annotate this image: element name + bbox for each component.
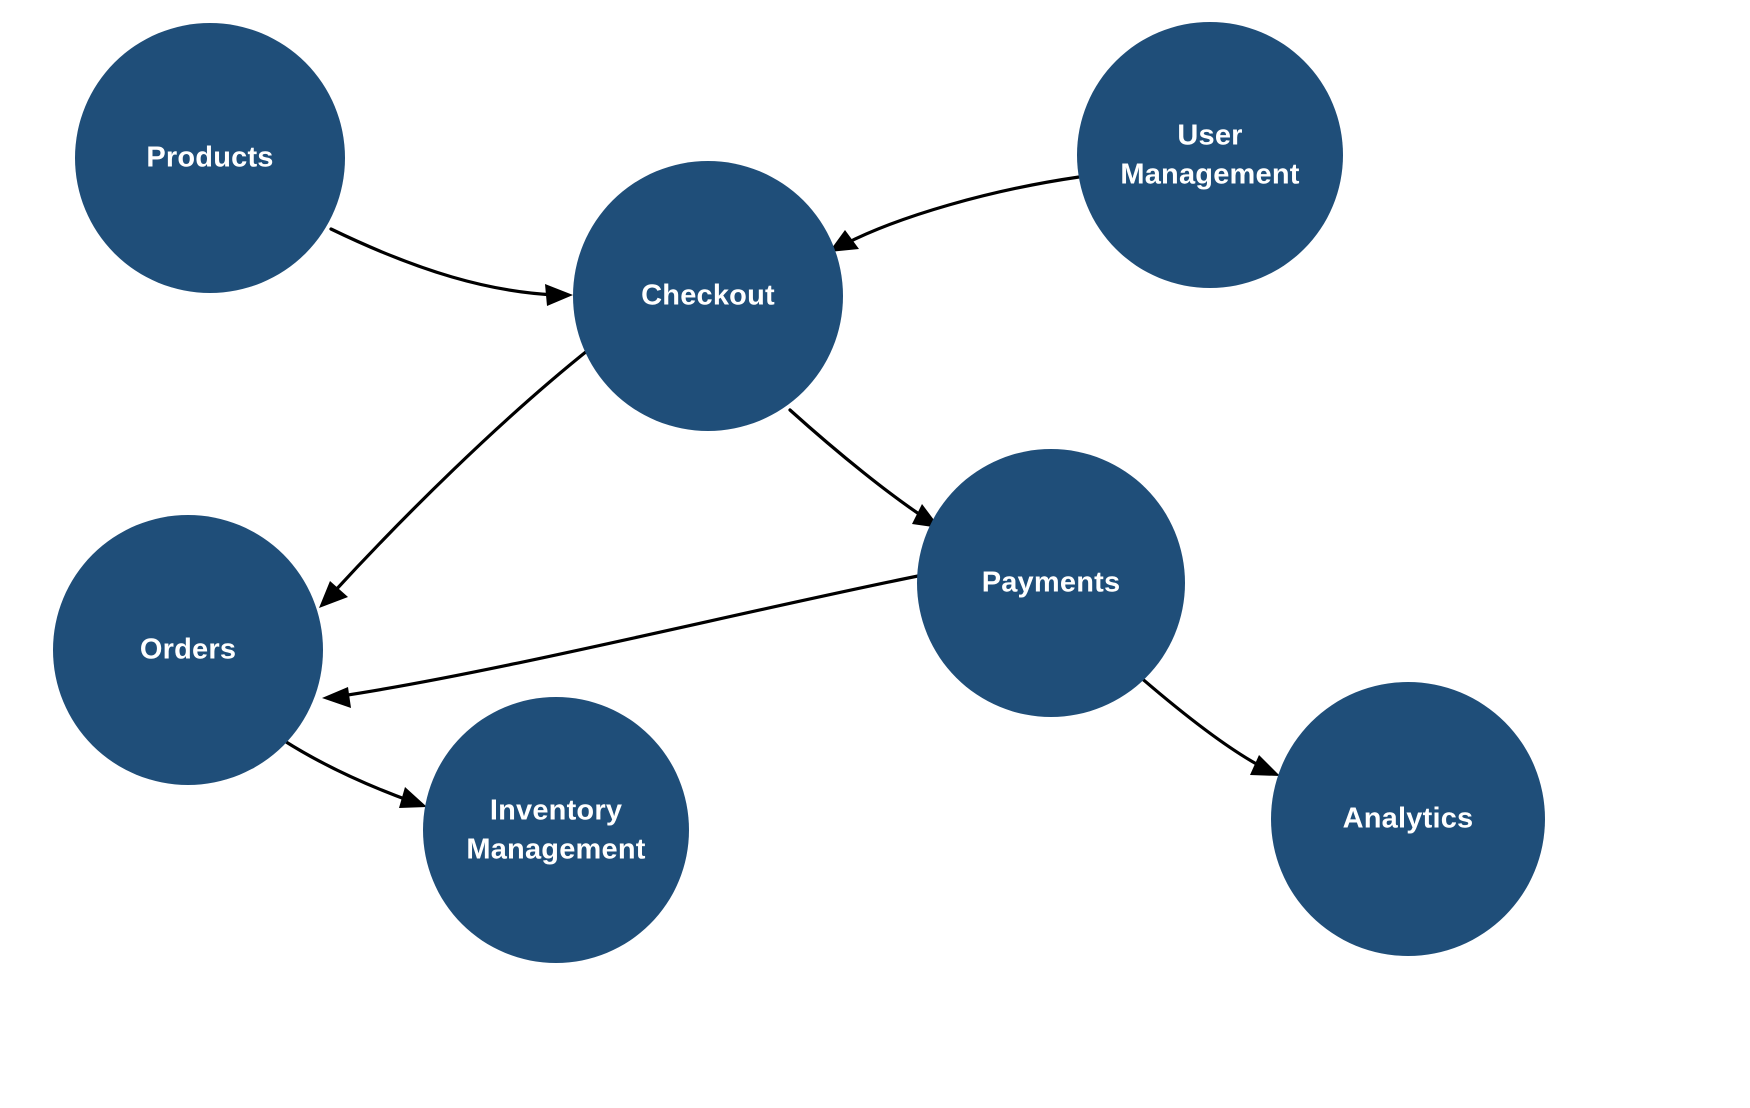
arrow-head-icon	[319, 581, 348, 608]
edge-line	[843, 175, 1081, 246]
edge-line	[788, 408, 927, 520]
edge-line	[339, 574, 920, 698]
node-user-management[interactable]	[1077, 22, 1343, 288]
node-inventory-management[interactable]	[423, 697, 689, 963]
arrow-head-icon	[545, 284, 573, 306]
edge-line	[1137, 674, 1264, 769]
node-analytics[interactable]	[1271, 682, 1545, 956]
edge-payments-to-analytics[interactable]	[1137, 674, 1280, 776]
arrow-head-icon	[829, 230, 859, 252]
node-orders[interactable]	[53, 515, 323, 785]
edge-line	[281, 738, 412, 803]
node-checkout[interactable]	[573, 161, 843, 431]
node-products[interactable]	[75, 23, 345, 293]
arrow-head-icon	[322, 687, 351, 708]
edge-products-to-checkout[interactable]	[329, 227, 573, 306]
edges-layer	[281, 175, 1280, 808]
node-payments[interactable]	[917, 449, 1185, 717]
edge-user-management-to-checkout[interactable]	[829, 175, 1081, 252]
edge-line	[331, 345, 594, 595]
arrow-head-icon	[399, 787, 427, 808]
edge-checkout-to-payments[interactable]	[788, 408, 940, 528]
edge-checkout-to-orders[interactable]	[319, 345, 594, 608]
edge-payments-to-orders[interactable]	[322, 574, 920, 708]
nodes-layer	[53, 22, 1545, 963]
arrow-head-icon	[1250, 755, 1280, 776]
edge-orders-to-inventory-management[interactable]	[281, 738, 427, 808]
edge-line	[329, 227, 558, 297]
